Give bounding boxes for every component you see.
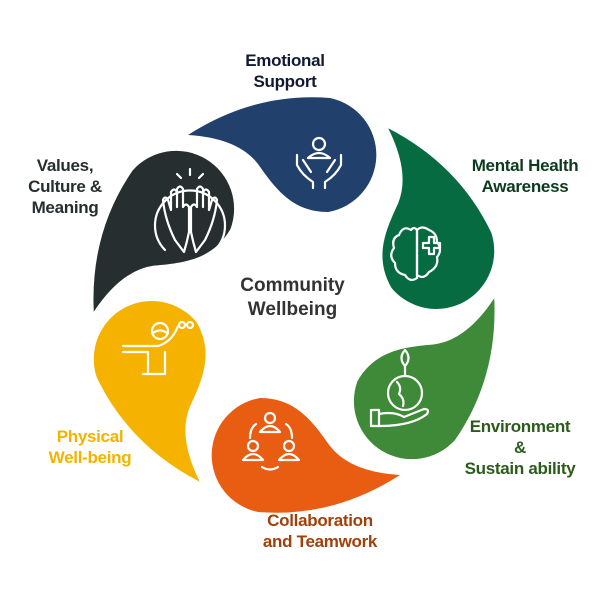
label-mental-health: Mental Health Awareness [455, 155, 595, 197]
label-environment: Environment & Sustain ability [445, 416, 595, 479]
caring-hands-icon [295, 136, 343, 190]
label-line: Physical [56, 427, 124, 446]
label-line: Mental Health [471, 156, 579, 175]
label-line: Support [253, 72, 317, 91]
label-line: Well-being [48, 448, 132, 467]
petal-collaboration [211, 398, 400, 513]
label-line: Culture & [28, 177, 102, 196]
petal-emotional [188, 97, 377, 212]
center-title-line2: Wellbeing [247, 299, 338, 320]
high-five-icon [153, 167, 227, 254]
label-line: Collaboration [267, 511, 373, 530]
label-line: Sustain ability [464, 459, 576, 478]
person-dumbbell-icon [121, 320, 195, 376]
center-title-line1: Community [240, 275, 345, 296]
label-emotional-support: Emotional Support [215, 50, 355, 92]
hand-globe-plant-icon [369, 348, 430, 428]
label-line: Emotional [245, 51, 325, 70]
brain-plus-icon [390, 226, 442, 282]
label-line: Meaning [31, 198, 99, 217]
label-line: and Teamwork [262, 532, 378, 551]
center-title: Community Wellbeing [225, 274, 360, 322]
label-values: Values, Culture & Meaning [10, 155, 120, 218]
label-line: Environment [469, 417, 571, 436]
label-line: Values, [36, 156, 94, 175]
petal-mental [382, 128, 495, 309]
team-circle-icon [241, 411, 301, 471]
label-line: & [514, 438, 526, 457]
label-line: Awareness [481, 177, 569, 196]
petal-environment [353, 298, 495, 460]
label-collaboration: Collaboration and Teamwork [245, 510, 395, 552]
petal-physical [93, 301, 206, 482]
label-physical: Physical Well-being [25, 426, 155, 468]
